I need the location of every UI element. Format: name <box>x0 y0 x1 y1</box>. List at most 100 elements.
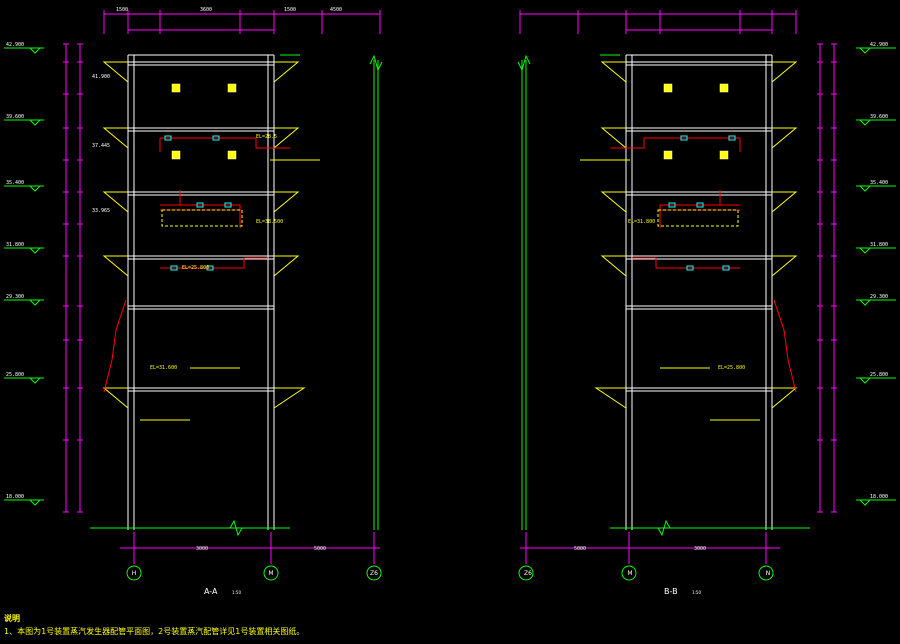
level-note: 41.900 <box>92 74 110 80</box>
elevation-marker <box>859 499 871 506</box>
notes-line: 1、本图为1号装置蒸汽发生器配管平面图，2号装置蒸汽配管详见1号装置相关图纸。 <box>4 627 305 636</box>
elevation-marker <box>29 299 41 306</box>
section-scale: 1:50 <box>692 590 701 595</box>
bracket <box>771 61 798 83</box>
axis-label: Z6 <box>524 570 532 577</box>
axis-bubble <box>621 565 637 581</box>
bracket <box>600 127 627 149</box>
valve-icon <box>728 135 736 141</box>
elevation-marker <box>29 247 41 254</box>
elev-label: 25.800 <box>870 372 888 378</box>
valve-icon <box>696 202 704 208</box>
elev-label: 39.600 <box>870 114 888 120</box>
bracket <box>273 191 300 213</box>
callout-el: EL=38.500 <box>256 219 283 225</box>
break-mark <box>229 519 243 537</box>
bracket <box>600 61 627 83</box>
axis-label: M <box>627 570 632 577</box>
elev-label: 29.300 <box>870 294 888 300</box>
callout-el: EL=25.800 <box>182 265 209 271</box>
steam-pipe <box>160 137 290 149</box>
bracket <box>600 191 627 213</box>
equipment-box <box>719 83 729 93</box>
elevation-marker <box>29 185 41 192</box>
elev-label: 39.600 <box>6 114 24 120</box>
elevation-marker <box>29 119 41 126</box>
elev-label: 18.000 <box>6 494 24 500</box>
section-b-b-axes: Z6 M N <box>524 570 770 577</box>
callout-el: EL=31.600 <box>150 365 177 371</box>
axis-label: N <box>766 570 771 577</box>
axis-bubble <box>263 565 279 581</box>
callout-el: EL=31.800 <box>628 219 655 225</box>
section-b-b-labels: 42.900 39.600 35.400 31.800 29.300 25.80… <box>574 42 888 552</box>
equipment-box <box>663 83 673 93</box>
equipment-enclosure <box>161 209 243 227</box>
valve-icon <box>722 265 730 271</box>
elevation-marker <box>859 299 871 306</box>
axis-label: M <box>268 570 273 577</box>
steam-pipe <box>632 257 740 269</box>
bracket <box>273 387 306 409</box>
section-a-a-geometry <box>4 10 383 581</box>
bracket <box>594 387 627 409</box>
bracket <box>771 387 798 409</box>
steam-pipe <box>160 257 268 269</box>
callout-el: EL=25.800 <box>718 365 745 371</box>
valve-icon <box>224 202 232 208</box>
break-mark <box>657 519 671 537</box>
elev-label: 18.000 <box>870 494 888 500</box>
valve-icon <box>686 265 694 271</box>
dim-bottom: 5000 <box>314 546 326 552</box>
dim-bottom: 3000 <box>196 546 208 552</box>
axis-bubble <box>518 565 534 581</box>
valve-icon <box>668 202 676 208</box>
dim-top: 1500 <box>284 7 296 13</box>
bracket <box>102 61 129 83</box>
bracket <box>273 61 300 83</box>
elevation-marker <box>29 377 41 384</box>
section-a-a-axes: H M Z6 <box>132 570 378 577</box>
elevation-marker <box>859 47 871 54</box>
section-scale: 1:50 <box>232 590 241 595</box>
elev-label: 35.400 <box>6 180 24 186</box>
section-a-a-labels: 42.900 39.600 35.400 31.800 29.300 25.80… <box>6 7 342 552</box>
bracket <box>102 255 129 277</box>
bracket <box>600 255 627 277</box>
equipment-box <box>171 83 181 93</box>
elev-label: 31.800 <box>6 242 24 248</box>
axis-bubble <box>126 565 142 581</box>
bracket <box>102 127 129 149</box>
elevation-marker <box>859 185 871 192</box>
level-note: 37.445 <box>92 143 110 149</box>
break-mark <box>517 54 531 72</box>
elevation-marker <box>859 119 871 126</box>
bracket <box>771 127 798 149</box>
elev-label: 29.300 <box>6 294 24 300</box>
steam-pipe <box>773 299 797 393</box>
notes-heading: 说明 <box>4 614 20 623</box>
valve-icon <box>212 135 220 141</box>
valve-icon <box>206 265 214 271</box>
elev-label: 42.900 <box>6 42 24 48</box>
bracket <box>102 387 129 409</box>
section-title: B-B <box>664 587 678 596</box>
elev-label: 25.800 <box>6 372 24 378</box>
equipment-box <box>227 83 237 93</box>
equipment-box <box>171 150 181 160</box>
bracket <box>102 191 129 213</box>
equipment-box <box>227 150 237 160</box>
section-a-a-title: A-A 1:50 <box>204 587 241 596</box>
valve-icon <box>680 135 688 141</box>
equipment-enclosure <box>657 209 739 227</box>
dim-bottom: 3000 <box>694 546 706 552</box>
elevation-marker <box>859 377 871 384</box>
valve-icon <box>196 202 204 208</box>
break-mark <box>369 54 383 72</box>
axis-label: H <box>132 570 137 577</box>
bracket <box>771 191 798 213</box>
steam-pipe <box>160 204 241 228</box>
bracket <box>771 255 798 277</box>
elev-label: 35.400 <box>870 180 888 186</box>
